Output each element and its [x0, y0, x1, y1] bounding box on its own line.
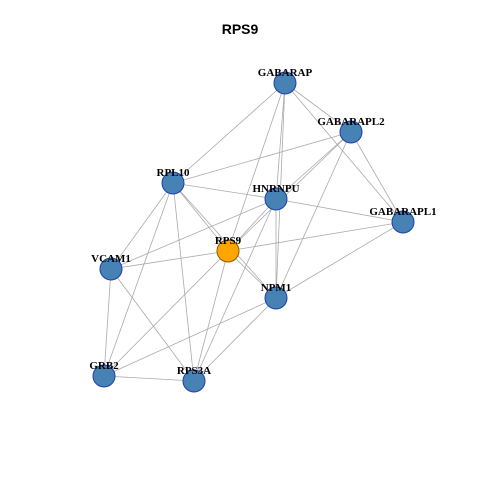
edge-vcam1-grb2	[103, 268, 112, 377]
edge-rps9-grb2	[103, 250, 229, 377]
edge-gabarap-rps9	[227, 82, 286, 252]
node-npm1	[264, 286, 288, 310]
edge-hnrnpu-rps3a	[193, 198, 277, 382]
edge-rpl10-rps9	[172, 182, 229, 252]
node-label-vcam1: VCAM1	[91, 253, 131, 265]
node-grb2	[92, 364, 116, 388]
node-rpl10	[161, 171, 185, 195]
node-label-rps3a: RPS3A	[177, 365, 211, 377]
edge-hnrnpu-rps9	[227, 198, 277, 252]
edge-vcam1-rps3a	[110, 268, 195, 382]
node-hnrnpu	[264, 187, 288, 211]
node-rps9	[216, 239, 240, 263]
node-label-rps9: RPS9	[215, 235, 242, 247]
node-label-grb2: GRB2	[89, 360, 119, 372]
node-label-hnrnpu: HNRNPU	[252, 183, 299, 195]
edge-npm1-rps3a	[193, 297, 277, 382]
edge-gabarapl1-rps9	[227, 221, 404, 252]
node-label-npm1: NPM1	[261, 282, 292, 294]
node-label-gabarapl2: GABARAPL2	[317, 116, 385, 128]
edge-gabarapl2-gabarapl1	[350, 131, 404, 223]
node-label-gabarapl1: GABARAPL1	[369, 206, 436, 218]
edge-gabarapl2-rpl10	[172, 131, 352, 184]
edge-hnrnpu-gabarapl1	[275, 198, 404, 223]
edge-grb2-rps3a	[103, 375, 195, 382]
edge-hnrnpu-vcam1	[110, 198, 277, 270]
node-gabarapl2	[339, 120, 363, 144]
edge-gabarapl2-hnrnpu	[275, 131, 352, 200]
edge-gabarapl2-rps9	[227, 131, 352, 252]
edge-gabarapl1-npm1	[275, 221, 404, 299]
edge-rpl10-hnrnpu	[172, 182, 277, 200]
node-label-gabarap: GABARAP	[258, 67, 313, 79]
edge-gabarap-gabarapl1	[284, 82, 404, 223]
edge-gabarap-rpl10	[172, 82, 286, 184]
node-gabarapl1	[391, 210, 415, 234]
edge-rpl10-rps3a	[172, 182, 195, 382]
edge-rpl10-grb2	[103, 182, 174, 377]
edge-rpl10-vcam1	[110, 182, 174, 270]
edge-gabarap-gabarapl2	[284, 82, 352, 133]
node-gabarap	[273, 71, 297, 95]
node-rps3a	[182, 369, 206, 393]
edge-layer	[103, 82, 404, 382]
node-layer	[92, 71, 415, 393]
diagram-title: RPS9	[221, 21, 259, 37]
node-label-rpl10: RPL10	[157, 167, 191, 179]
edge-gabarapl2-npm1	[275, 131, 352, 299]
edge-gabarap-hnrnpu	[275, 82, 286, 200]
edge-npm1-grb2	[103, 297, 277, 377]
node-vcam1	[99, 257, 123, 281]
edge-rps9-vcam1	[110, 250, 229, 270]
edge-rps9-rps3a	[193, 250, 229, 382]
